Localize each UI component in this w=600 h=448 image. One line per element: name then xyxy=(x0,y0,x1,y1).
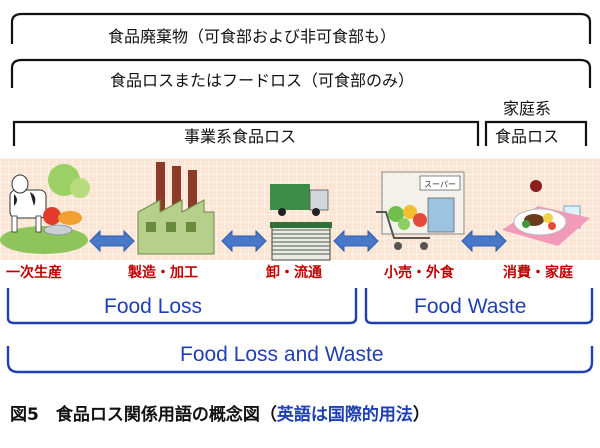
distribution-illustration xyxy=(270,184,332,261)
label-food-loss-en: Food Loss xyxy=(104,295,203,318)
label-business: 事業系食品ロス xyxy=(184,127,297,146)
label-food-loss-edible: 食品ロスまたはフードロス（可食部のみ） xyxy=(110,71,415,90)
arrows xyxy=(89,229,507,253)
label-food-waste-en: Food Waste xyxy=(414,295,527,318)
blue-brackets xyxy=(6,288,594,374)
stage-retail: 小売・外食 xyxy=(384,265,454,281)
supermarket-illustration: スーパー xyxy=(376,171,465,250)
double-arrow-2 xyxy=(221,229,267,253)
stage-primary-production: 一次生産 xyxy=(6,265,62,281)
meal-illustration xyxy=(502,180,590,246)
factory-illustration xyxy=(137,162,215,255)
stage-wholesale: 卸・流通 xyxy=(266,265,322,281)
bracket-food-waste-all xyxy=(10,12,592,146)
double-arrow-4 xyxy=(461,229,507,253)
label-food-loss-and-waste-en: Food Loss and Waste xyxy=(180,343,384,366)
shop-sign: スーパー xyxy=(424,180,456,189)
caption-prefix: 図5 食品ロス関係用語の概念図（ xyxy=(10,405,277,425)
stage-manufacturing: 製造・加工 xyxy=(128,265,198,281)
farm-illustration xyxy=(0,164,90,254)
label-household-line1: 家庭系 xyxy=(503,99,552,118)
double-arrow-1 xyxy=(89,229,135,253)
caption-highlight: 英語は国際的用法 xyxy=(276,405,413,425)
caption-suffix: ） xyxy=(412,405,430,425)
figure-caption: 図5 食品ロス関係用語の概念図（英語は国際的用法） xyxy=(10,400,430,425)
stage-household: 消費・家庭 xyxy=(503,265,573,281)
double-arrow-3 xyxy=(333,229,379,253)
label-food-waste-all: 食品廃棄物（可食部および非可食部も） xyxy=(108,27,397,46)
label-household-line2: 食品ロス xyxy=(495,127,560,146)
